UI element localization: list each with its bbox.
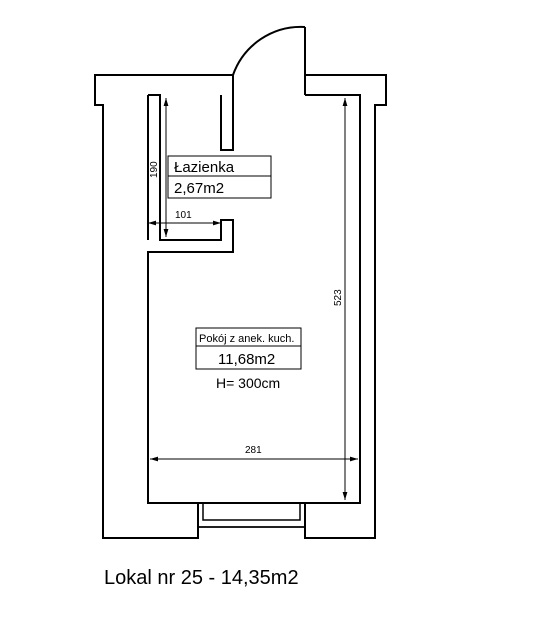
walls bbox=[94, 27, 387, 539]
unit-title: Lokal nr 25 - 14,35m2 bbox=[104, 567, 299, 589]
main-room-label: Pokój z anek. kuch. 11,68m2 bbox=[195, 327, 302, 370]
dim-room-length: 523 bbox=[333, 289, 344, 306]
dim-bathroom-height: 190 bbox=[149, 161, 160, 178]
main-room-area: 11,68m2 bbox=[218, 351, 275, 368]
ceiling-height: H= 300cm bbox=[216, 375, 280, 391]
dimension-lines bbox=[148, 98, 358, 500]
door-entry bbox=[232, 25, 306, 95]
dim-room-width: 281 bbox=[245, 445, 262, 456]
dim-bathroom-width: 101 bbox=[175, 210, 192, 221]
bathroom-label: Łazienka 2,67m2 bbox=[167, 155, 272, 199]
window bbox=[197, 503, 306, 528]
outer-wall bbox=[94, 27, 387, 539]
bathroom-name: Łazienka bbox=[174, 159, 235, 176]
inner-wall bbox=[147, 94, 361, 504]
bathroom-area: 2,67m2 bbox=[174, 180, 224, 197]
main-room-name: Pokój z anek. kuch. bbox=[199, 333, 294, 345]
